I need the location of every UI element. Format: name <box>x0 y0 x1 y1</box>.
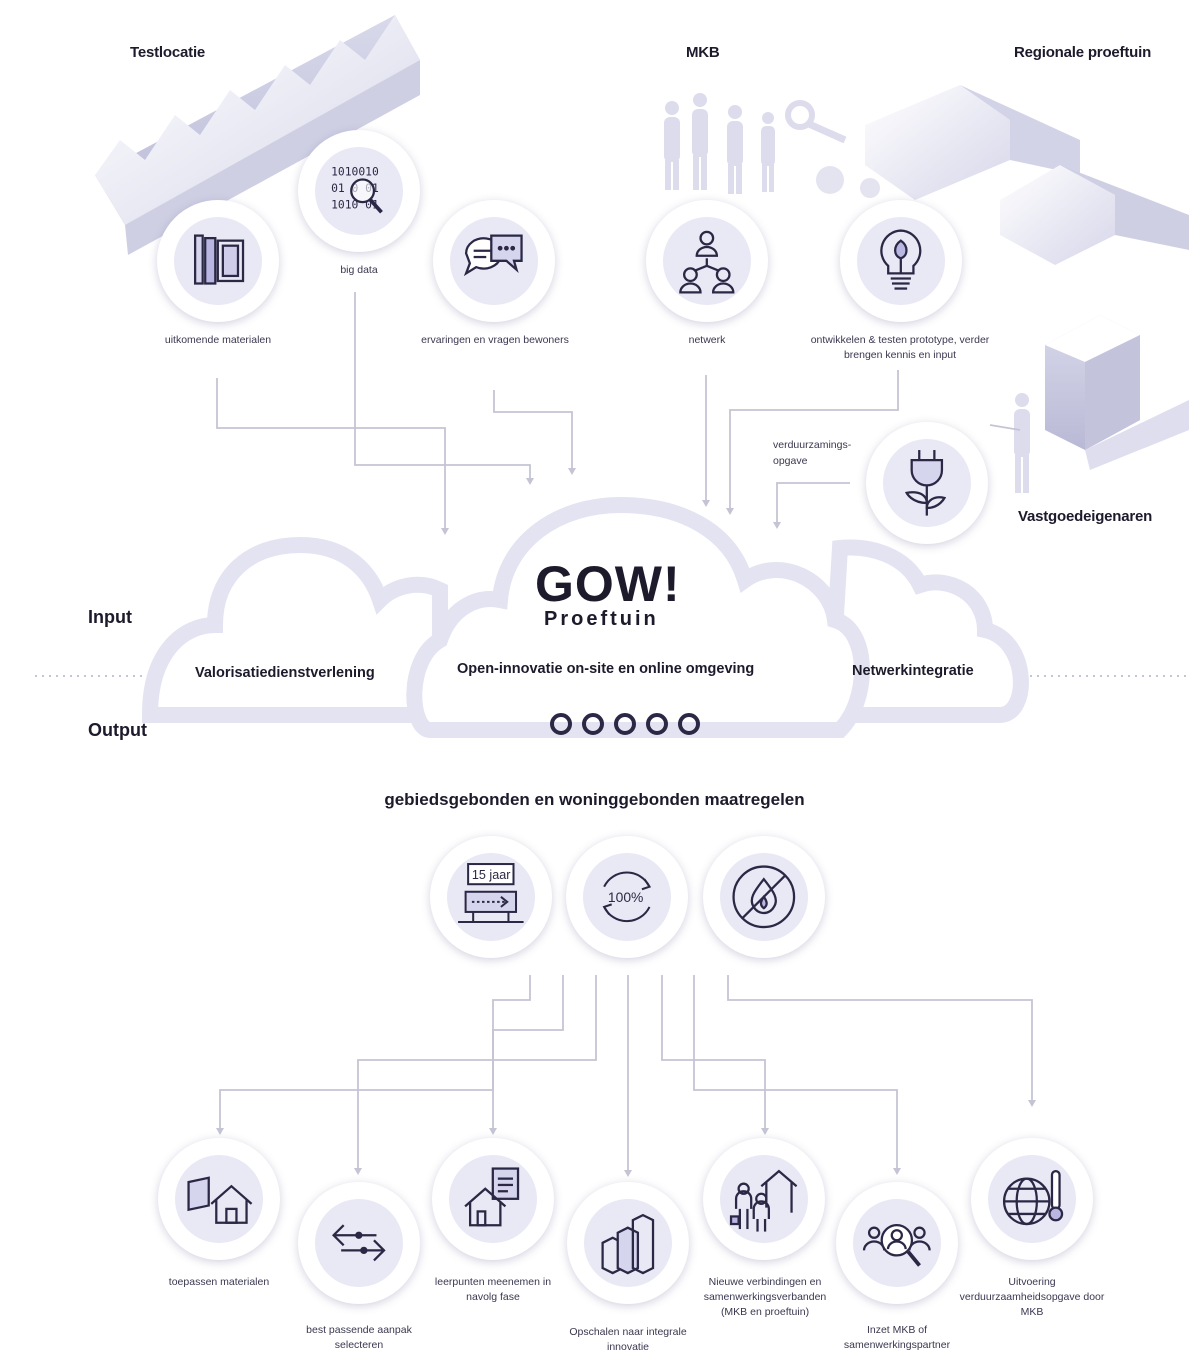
people-silhouettes <box>664 93 1030 493</box>
dot-2 <box>582 713 604 735</box>
cloud-shape <box>141 496 1029 738</box>
measure-100-percent: 100% <box>566 836 688 958</box>
output-label-nieuwe: Nieuwe verbindingen en samenwerkingsverb… <box>703 1276 827 1319</box>
scaling-blocks-icon <box>601 1214 655 1275</box>
output-best-passende <box>298 1182 420 1304</box>
people-search-icon <box>863 1224 931 1267</box>
node-big-data: 1010010 01 0 01 1010 01 <box>298 130 420 252</box>
measure-no-gas <box>703 836 825 958</box>
plug-plant-icon <box>905 450 947 516</box>
output-leerpunten <box>432 1138 554 1260</box>
dot-1 <box>550 713 572 735</box>
output-label-best-passende: best passende aanpak selecteren <box>306 1324 412 1352</box>
output-inzet <box>836 1182 958 1304</box>
output-uitvoering <box>971 1138 1093 1260</box>
label-bewoners: ervaringen en vragen bewoners <box>421 334 569 346</box>
exchange-arrows-icon <box>332 1224 386 1262</box>
label-100-percent: 100% <box>608 889 643 905</box>
people-house-icon <box>730 1169 798 1232</box>
cloud-dots <box>550 713 700 735</box>
contract-15-jaar-icon: 15 jaar <box>458 863 524 924</box>
material-house-icon <box>187 1176 253 1225</box>
output-opschalen <box>567 1182 689 1304</box>
output-label-inzet: Inzet MKB of samenwerkingspartner <box>843 1324 951 1352</box>
network-people-icon <box>679 230 735 294</box>
label-netwerk: netwerk <box>688 334 726 346</box>
side-label-input: Input <box>88 607 132 627</box>
measures-title: gebiedsgebonden en woninggebonden maatre… <box>384 790 805 809</box>
output-label-leerpunten: leerpunten meenemen in navolg fase <box>434 1276 552 1304</box>
label-15-jaar: 15 jaar <box>472 868 511 882</box>
cloud-label-center: Open-innovatie on-site en online omgevin… <box>457 661 755 677</box>
dot-5 <box>678 713 700 735</box>
output-label-opschalen: Opschalen naar integrale innovatie <box>569 1326 687 1354</box>
cloud-label-netwerkintegratie: Netwerkintegratie <box>852 663 974 679</box>
houses-regionaal <box>865 85 1189 265</box>
output-nieuwe <box>703 1138 825 1260</box>
label-big-data: big data <box>340 264 378 276</box>
recycle-100-icon: 100% <box>602 871 652 923</box>
node-netwerk <box>646 200 768 322</box>
label-verduurzaming: verduurzamings-opgave <box>773 439 852 467</box>
output-arrowheads <box>216 1100 1036 1177</box>
header-regionale-proeftuin: Regionale proeftuin <box>1014 44 1152 61</box>
materials-icon <box>194 234 245 285</box>
chat-bubbles-icon <box>464 234 523 277</box>
output-connectors <box>219 975 1033 1170</box>
cloud-label-valorisatie: Valorisatiedienstverlening <box>195 665 375 681</box>
logo-gow: GOW! <box>535 556 681 612</box>
no-gas-flame-icon <box>732 865 796 929</box>
dot-3 <box>614 713 636 735</box>
output-label-toepassen: toepassen materialen <box>168 1276 270 1288</box>
node-bewoners <box>433 200 555 322</box>
building-vastgoed <box>1045 315 1189 470</box>
node-prototype <box>840 200 962 322</box>
dot-4 <box>646 713 668 735</box>
output-toepassen <box>158 1138 280 1260</box>
node-materialen <box>157 200 279 322</box>
header-vastgoedeigenaren: Vastgoedeigenaren <box>1018 508 1153 525</box>
header-testlocatie: Testlocatie <box>130 44 206 61</box>
label-materialen: uitkomende materialen <box>164 334 272 346</box>
lightbulb-icon <box>880 229 922 290</box>
logo-proeftuin: Proeftuin <box>544 608 659 630</box>
node-verduurzaming <box>866 422 988 544</box>
globe-thermometer-icon <box>1003 1170 1064 1226</box>
label-prototype: ontwikkelen & testen prototype, verder b… <box>810 334 990 362</box>
digits-1: 1010010 <box>331 165 379 179</box>
header-mkb: MKB <box>686 44 720 61</box>
input-arrowheads <box>441 468 781 535</box>
side-label-output: Output <box>88 720 147 740</box>
house-clipboard-icon <box>464 1167 520 1227</box>
input-connectors <box>216 292 1021 528</box>
big-data-icon: 1010010 01 0 01 1010 01 <box>331 165 384 214</box>
output-label-uitvoering: Uitvoering verduurzaamheidsopgave door M… <box>959 1276 1105 1319</box>
measure-15-jaar: 15 jaar <box>430 836 552 958</box>
